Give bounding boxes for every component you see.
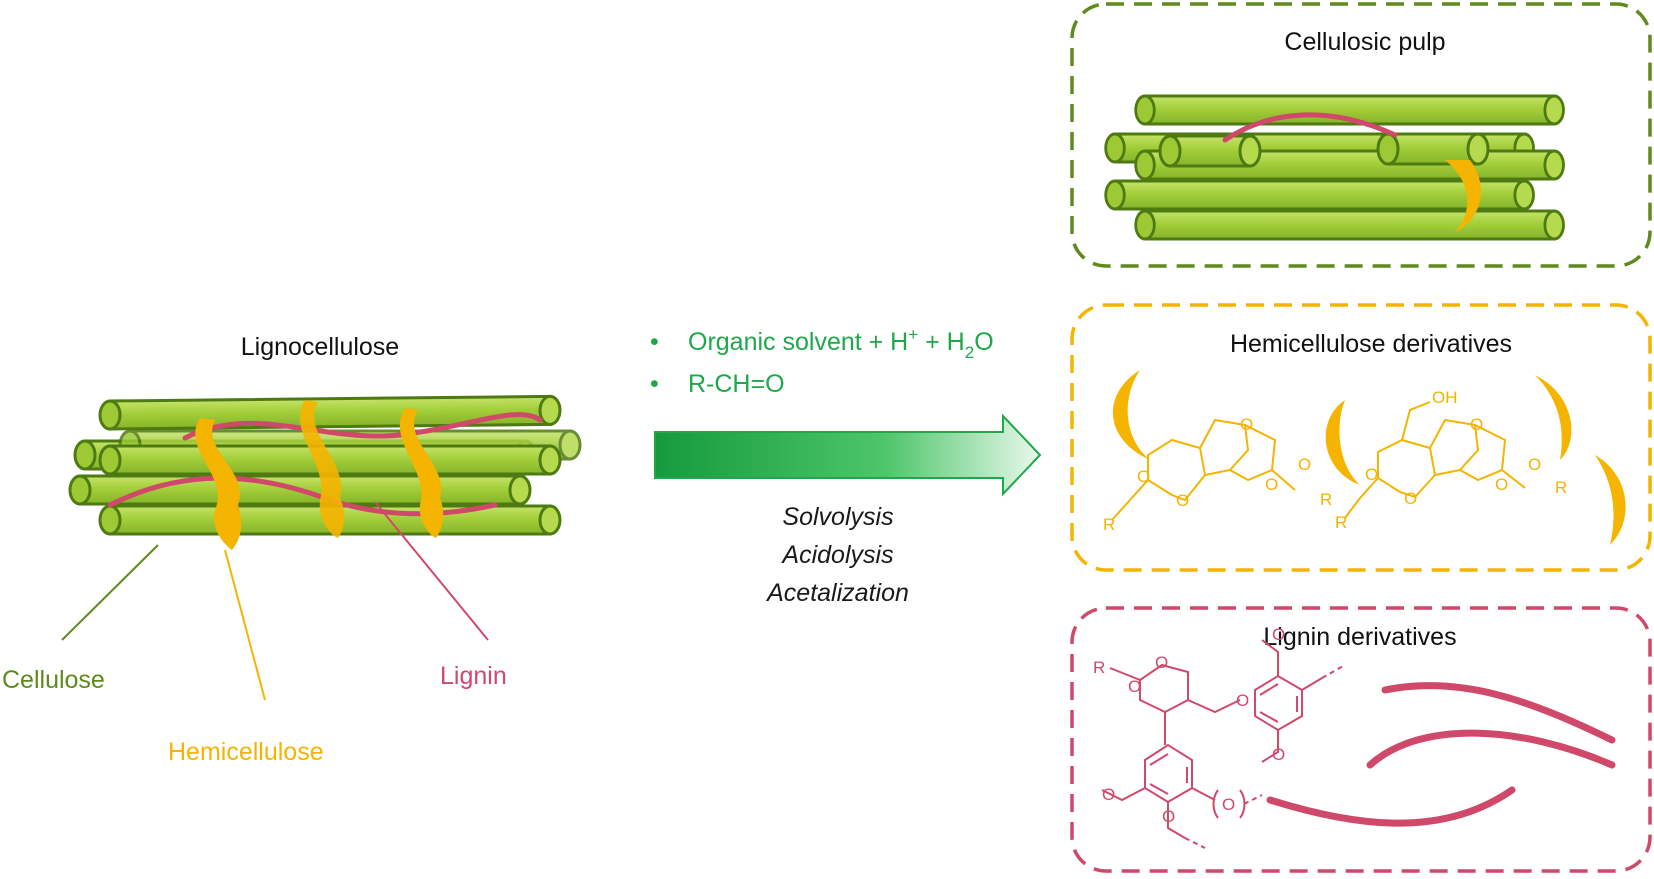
lignin-dash-bond bbox=[1243, 794, 1263, 805]
oxygen-atom: O bbox=[1272, 745, 1285, 764]
lignin-derivatives-box bbox=[1070, 606, 1652, 873]
hydroxyl-group: OH bbox=[1432, 388, 1458, 407]
condition-aldehyde: R-CH=O bbox=[688, 370, 785, 398]
oxygen-atom: O bbox=[1137, 467, 1150, 486]
lignin-dash-bond bbox=[1184, 837, 1206, 849]
oxygen-atom: O bbox=[1222, 795, 1235, 814]
cellulosic-pulp-title: Cellulosic pulp bbox=[1284, 28, 1445, 56]
hemicellulose-ribbon bbox=[195, 418, 242, 550]
residual-hemicellulose-ribbon bbox=[1445, 160, 1482, 232]
lignocellulose-title: Lignocellulose bbox=[241, 333, 399, 361]
r-group: R bbox=[1103, 515, 1115, 534]
hemicellulose-ribbon bbox=[299, 400, 345, 538]
r-group: R bbox=[1555, 478, 1567, 497]
hemicellulose-leader-line bbox=[224, 549, 266, 701]
oxygen-atom: O bbox=[1128, 677, 1141, 696]
oxygen-atom: O bbox=[1155, 653, 1168, 672]
lignin-dash-bond bbox=[1321, 664, 1346, 679]
hemicellulose-structure-2 bbox=[1344, 401, 1526, 519]
oxygen-atom: O bbox=[1495, 475, 1508, 494]
lignin-strand-icon bbox=[1366, 729, 1616, 769]
hemicellulose-crescent-icon bbox=[1535, 375, 1572, 460]
hemicellulose-structure-1 bbox=[1111, 418, 1296, 521]
oxygen-atom: O bbox=[1272, 625, 1285, 644]
oxygen-atom: O bbox=[1102, 785, 1115, 804]
r-group: R bbox=[1320, 490, 1332, 509]
lignin-label: Lignin bbox=[440, 662, 507, 690]
hemicellulose-crescent-icon bbox=[1595, 455, 1626, 545]
oxygen-atom: O bbox=[1298, 455, 1311, 474]
lignin-strand-icon bbox=[1266, 786, 1516, 827]
cellulosic-pulp-box bbox=[1070, 2, 1652, 268]
hemicellulose-derivatives-box bbox=[1070, 303, 1652, 572]
oxygen-atom: O bbox=[1265, 475, 1278, 494]
hemicellulose-derivatives-title: Hemicellulose derivatives bbox=[1230, 330, 1512, 358]
lignin-derivatives-title: Lignin derivatives bbox=[1263, 623, 1456, 651]
process-acidolysis: Acidolysis bbox=[780, 541, 893, 569]
hemicellulose-label: Hemicellulose bbox=[168, 738, 324, 766]
hemicellulose-crescent-icon bbox=[1112, 370, 1150, 460]
oxygen-atom: O bbox=[1236, 691, 1249, 710]
lignin-leader-line bbox=[374, 501, 489, 641]
oxygen-atom: O bbox=[1404, 489, 1417, 508]
oxygen-atom: O bbox=[1365, 465, 1378, 484]
oxygen-atom: O bbox=[1162, 807, 1175, 826]
oxygen-atom: O bbox=[1528, 455, 1541, 474]
cellulosic-pulp-bundle-icon bbox=[1104, 94, 1565, 241]
process-solvolysis: Solvolysis bbox=[782, 503, 893, 531]
residual-lignin-strand bbox=[1222, 112, 1398, 143]
oxygen-atom: O bbox=[1470, 415, 1483, 434]
lignin-strand bbox=[182, 412, 543, 441]
condition-bullet: • bbox=[650, 328, 659, 356]
hemicellulose-crescent-icon bbox=[1325, 400, 1360, 485]
process-arrow-icon bbox=[654, 413, 1042, 497]
condition-solvent: Organic solvent + H+ + H2O bbox=[688, 325, 994, 362]
hemicellulose-ribbon bbox=[399, 408, 444, 538]
condition-bullet: • bbox=[650, 370, 659, 398]
oxygen-atom: O bbox=[1240, 415, 1253, 434]
conditions-list: • Organic solvent + H+ + H2O • R-CH=O bbox=[650, 325, 994, 398]
lignin-strand-icon bbox=[1381, 682, 1616, 744]
r-group: R bbox=[1093, 658, 1105, 677]
r-group: R bbox=[1335, 513, 1347, 532]
process-acetalization: Acetalization bbox=[765, 579, 909, 607]
lignin-structure bbox=[1101, 639, 1323, 839]
oxygen-atom: O bbox=[1176, 491, 1189, 510]
cellulose-label: Cellulose bbox=[2, 666, 105, 694]
cellulose-leader-line bbox=[61, 544, 159, 641]
